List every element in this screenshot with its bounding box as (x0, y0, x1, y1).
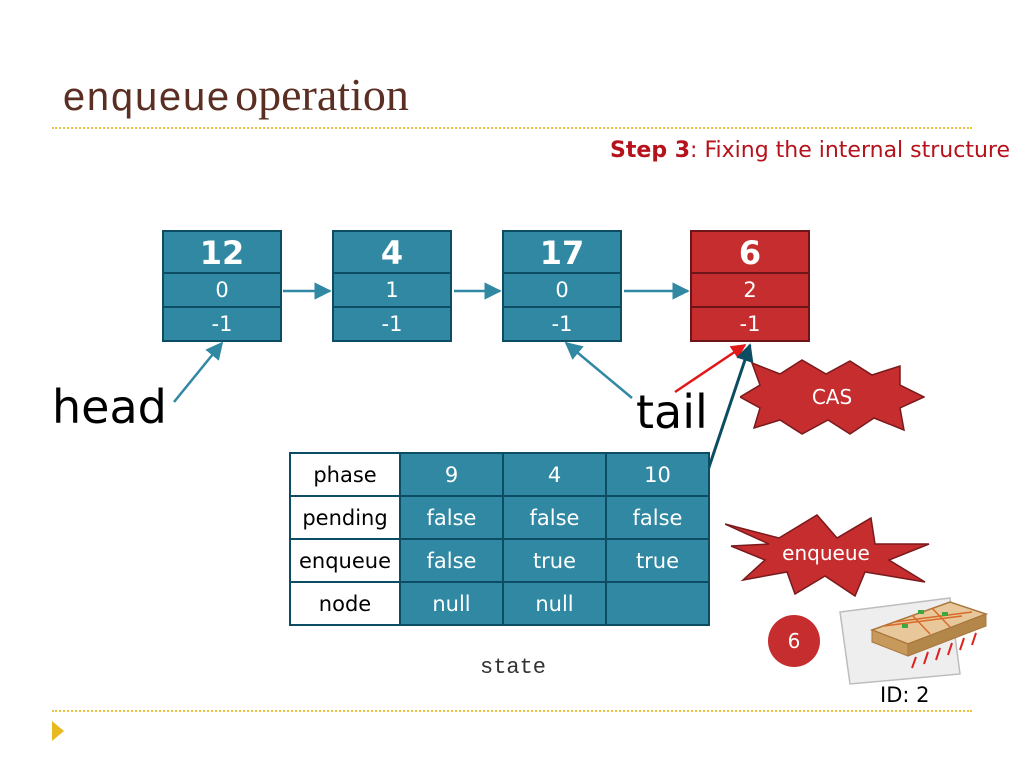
state-cell: null (502, 581, 607, 626)
processor-chip-icon (839, 597, 989, 685)
top-divider (52, 127, 972, 129)
row-label-phase: phase (289, 452, 401, 497)
state-cell: 9 (399, 452, 504, 497)
table-row: node null null (289, 581, 710, 626)
node-deq-id: -1 (690, 308, 810, 342)
thread-value-circle: 6 (768, 615, 820, 667)
node-value: 4 (332, 230, 452, 274)
step-subtitle: Step 3: Fixing the internal structure (610, 138, 1010, 163)
head-pointer (173, 341, 224, 403)
node-deq-id: -1 (502, 308, 622, 342)
node-enq-id: 2 (690, 274, 810, 308)
row-label-enqueue: enqueue (289, 538, 401, 583)
table-row: pending false false false (289, 495, 710, 540)
node-deq-id: -1 (332, 308, 452, 342)
triangle-bullet-icon (52, 721, 64, 741)
state-cell: false (399, 495, 504, 540)
table-row: enqueue false true true (289, 538, 710, 583)
title-word: operation (235, 69, 409, 120)
title-code-word: enqueue (62, 78, 231, 123)
new-list-node: 6 2 -1 (690, 230, 810, 342)
tail-label: tail (636, 385, 708, 439)
state-table: phase 9 4 10 pending false false false e… (289, 452, 710, 626)
state-cell: false (605, 495, 710, 540)
node-enq-id: 1 (332, 274, 452, 308)
enqueue-burst-shape (725, 514, 930, 598)
state-cell: false (399, 538, 504, 583)
slide-title: enqueue operation (62, 68, 409, 123)
row-label-pending: pending (289, 495, 401, 540)
cas-burst-shape (740, 359, 925, 435)
state-cell: true (502, 538, 607, 583)
state-cell: true (605, 538, 710, 583)
step-label: Step 3 (610, 138, 691, 163)
node-enq-id: 0 (502, 274, 622, 308)
table-row: phase 9 4 10 (289, 452, 710, 497)
state-cell: 4 (502, 452, 607, 497)
cas-label: CAS (811, 385, 853, 409)
step-text: : Fixing the internal structure (690, 138, 1010, 163)
tail-old-pointer (564, 341, 633, 399)
list-node: 12 0 -1 (162, 230, 282, 342)
state-cell: 10 (605, 452, 710, 497)
list-node: 4 1 -1 (332, 230, 452, 342)
state-cell: false (502, 495, 607, 540)
head-label: head (52, 380, 167, 434)
enqueue-label: enqueue (782, 541, 870, 565)
node-value: 6 (690, 230, 810, 274)
state-cell (605, 581, 710, 626)
node-enq-id: 0 (162, 274, 282, 308)
list-node: 17 0 -1 (502, 230, 622, 342)
state-cell: null (399, 581, 504, 626)
node-value: 12 (162, 230, 282, 274)
node-deq-id: -1 (162, 308, 282, 342)
node-value: 17 (502, 230, 622, 274)
bottom-divider (52, 710, 972, 712)
tail-new-pointer (674, 343, 747, 394)
row-label-node: node (289, 581, 401, 626)
state-caption: state (480, 655, 547, 680)
thread-id-label: ID: 2 (880, 683, 930, 707)
